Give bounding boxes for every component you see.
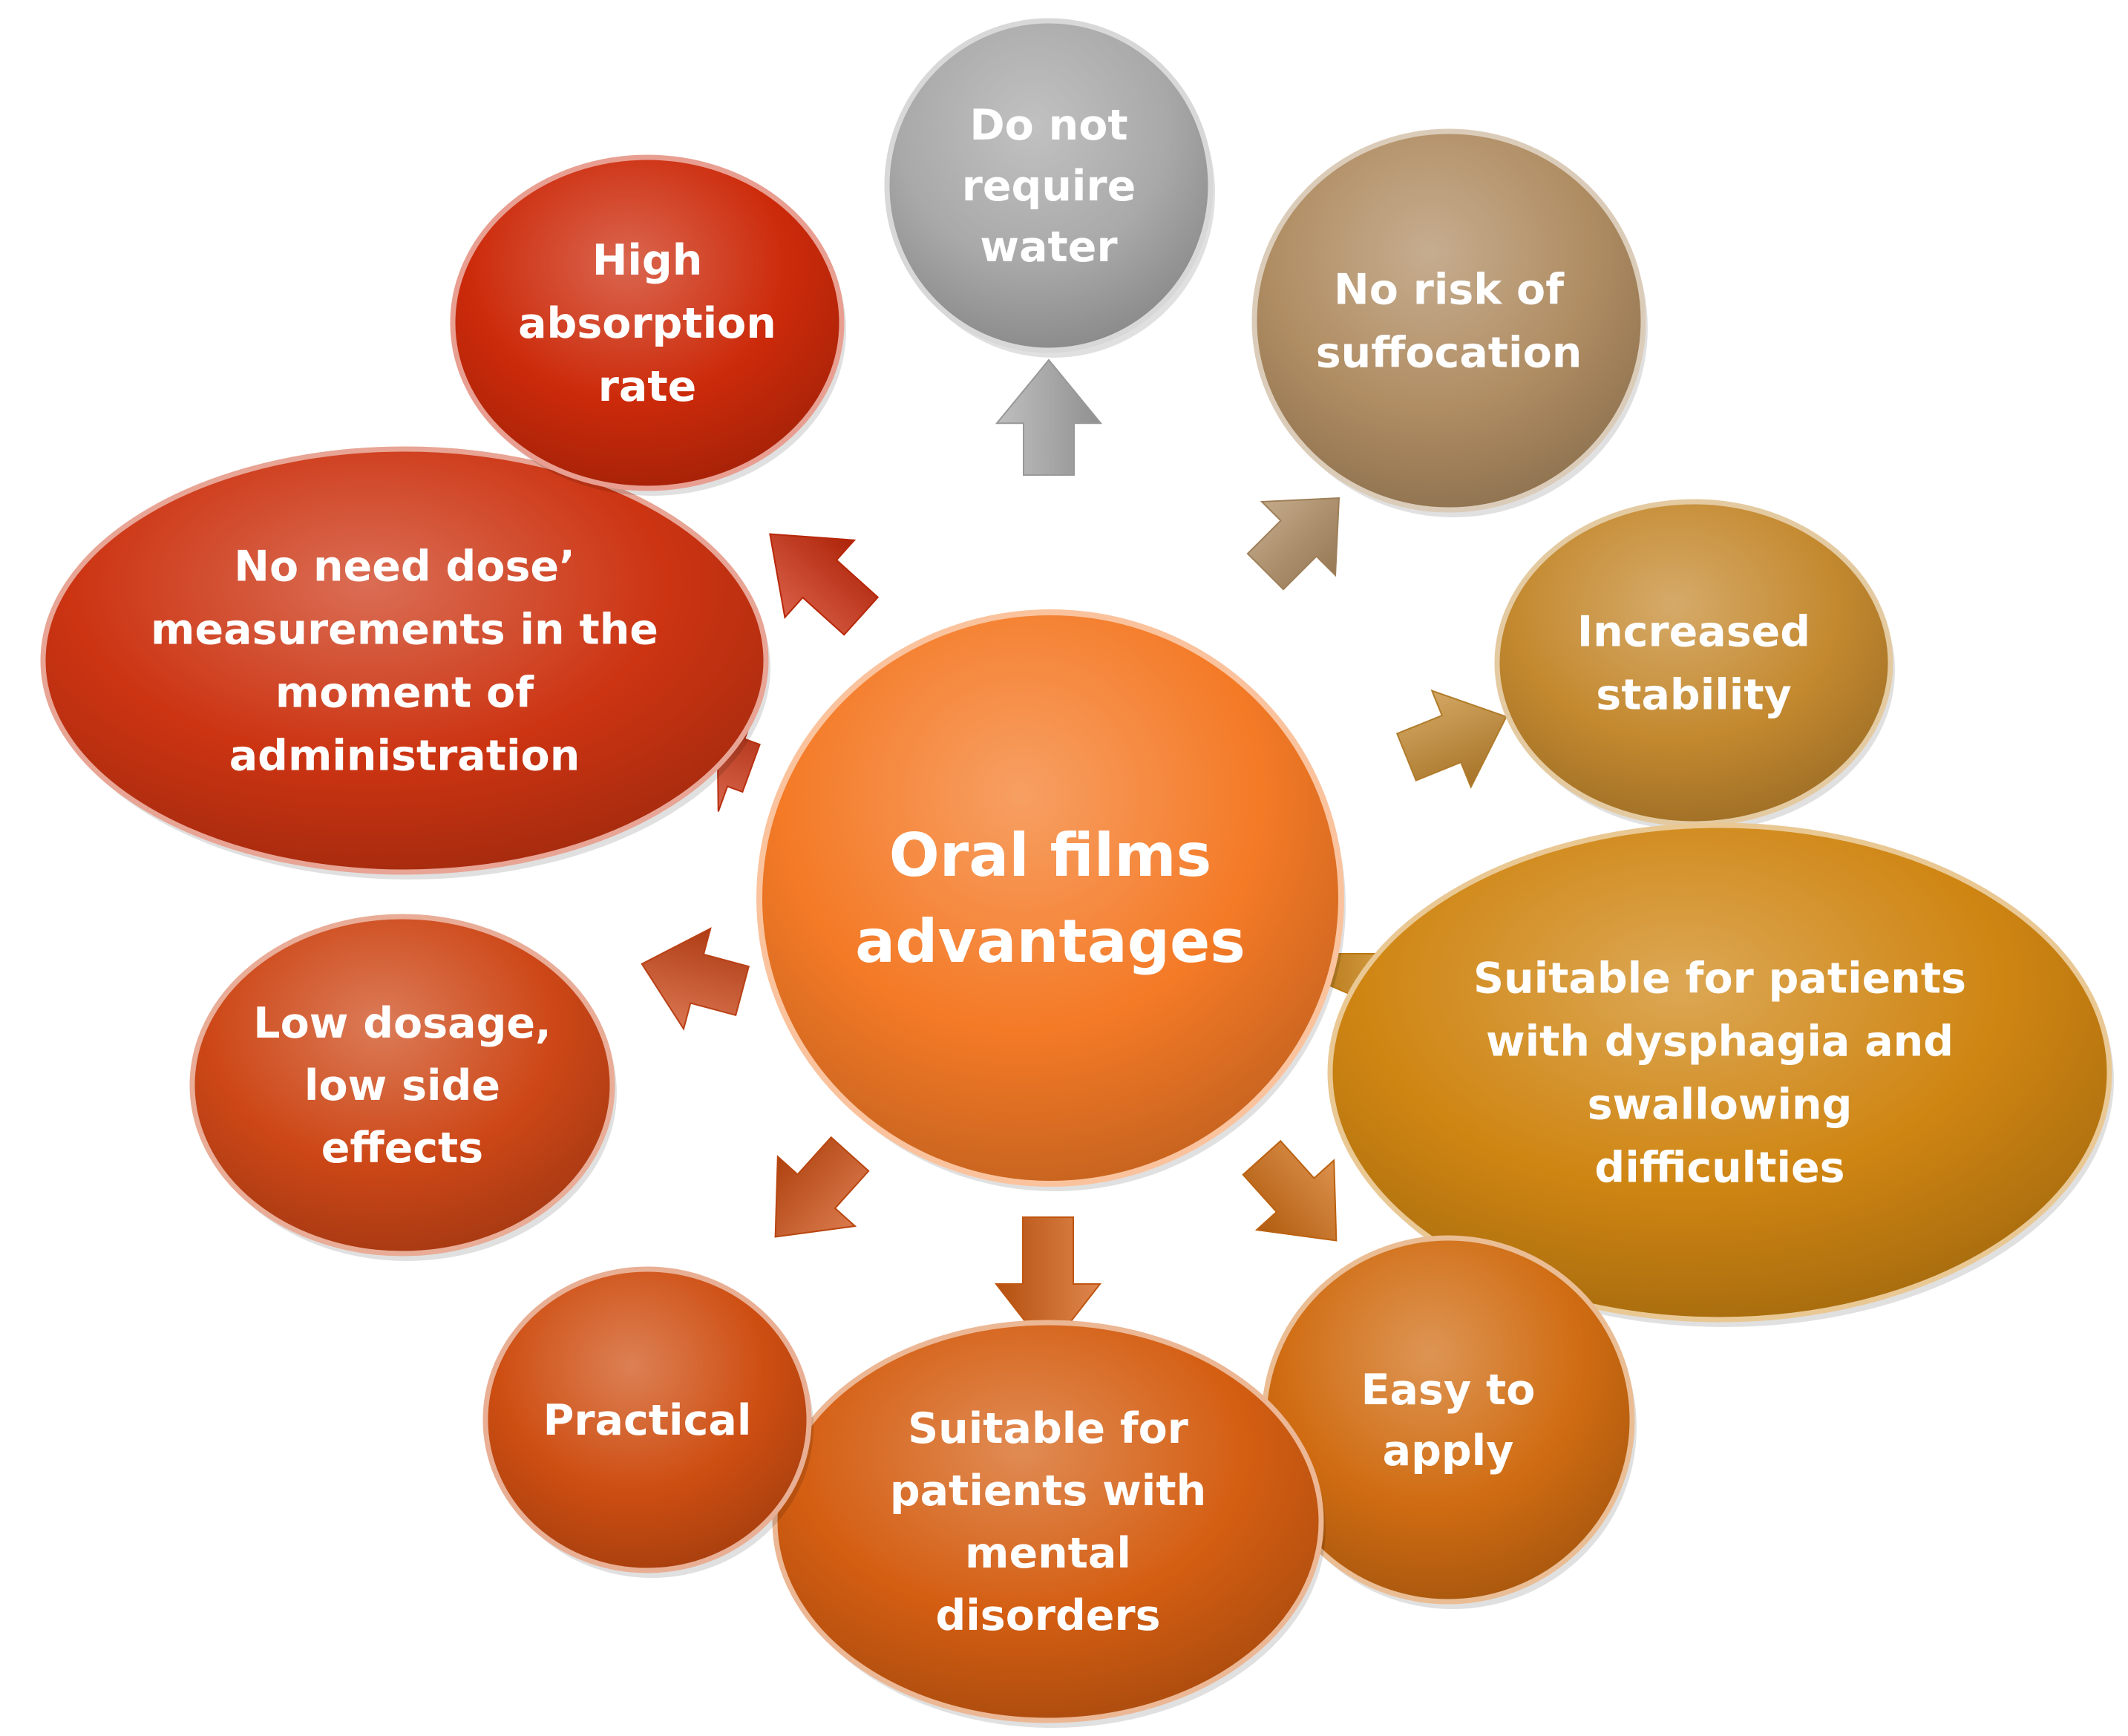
bubble-suitable-dysphagia: Suitable for patients with dysphagia and s… (1327, 822, 2114, 1327)
arrow-to-low-dosage (641, 927, 750, 1031)
bubble-label-easy-to-apply-line-2: apply (1383, 1427, 1514, 1475)
bubble-shape (1494, 499, 1893, 827)
bubble-label-easy-to-apply-line-1: Easy to (1361, 1366, 1536, 1415)
bubble-label-low-dosage-line-1: Low dosage, (253, 999, 551, 1048)
bubble-no-risk-of-suffocation: No risk of suffocation (1251, 128, 1648, 517)
arrow-to-easy-to-apply (1242, 1139, 1338, 1242)
bubble-shape (40, 446, 769, 875)
bubble-label-high-absorption-rate-line-2: absorption (518, 299, 776, 348)
bubble-shape (189, 914, 615, 1257)
center-title-line-1: Oral films (889, 821, 1211, 890)
bubble-suitable-mental-disorders: Suitable for patients with mental disorders (772, 1320, 1326, 1728)
bubble-shape (1251, 128, 1646, 513)
bubble-label-no-need-dose-measurements-line-4: administration (229, 731, 580, 780)
bubble-label-suitable-dysphagia-line-3: swallowing (1588, 1080, 1853, 1129)
bubble-label-do-not-require-water-line-3: water (980, 223, 1117, 272)
bubble-label-low-dosage-line-2: low side (304, 1061, 500, 1110)
bubbles-layer: Do not require water No risk of suffocationI… (40, 18, 2114, 1728)
bubble-label-suitable-mental-disorders-line-4: disorders (935, 1591, 1160, 1640)
bubble-label-suitable-dysphagia-line-2: with dysphagia and (1486, 1017, 1954, 1066)
bubble-label-no-need-dose-measurements-line-2: measurements in the (151, 605, 658, 654)
bubble-label-do-not-require-water-line-2: require (962, 162, 1136, 211)
bubble-label-suitable-mental-disorders-line-2: patients with (890, 1467, 1206, 1516)
arrows-layer (641, 358, 1507, 1352)
arrow-to-practical (774, 1136, 870, 1238)
bubble-shape (772, 1320, 1324, 1723)
bubble-shape (1327, 822, 2112, 1323)
bubble-shape (482, 1266, 812, 1573)
bubble-label-suitable-dysphagia-line-1: Suitable for patients (1473, 954, 1966, 1003)
bubble-label-high-absorption-rate-line-1: High (592, 236, 703, 285)
bubble-shape (884, 18, 1214, 353)
bubble-label-no-risk-of-suffocation-line-1: No risk of (1334, 265, 1565, 314)
bubble-label-low-dosage-line-3: effects (321, 1124, 483, 1173)
bubble-label-no-risk-of-suffocation-line-2: suffocation (1316, 328, 1582, 377)
bubble-label-suitable-mental-disorders-line-1: Suitable for (908, 1404, 1188, 1453)
arrow-to-no-risk-of-suffocation (1246, 497, 1340, 591)
center-bubble-shape (756, 609, 1344, 1187)
bubble-low-dosage: Low dosage, low side effects (189, 914, 617, 1261)
arrow-to-do-not-require-water (995, 358, 1103, 476)
bubble-increased-stability: Increased stability (1494, 499, 1895, 831)
bubble-do-not-require-water: Do not require water (884, 18, 1215, 358)
bubble-label-increased-stability-line-2: stability (1596, 670, 1791, 719)
bubble-label-do-not-require-water-line-1: Do not (969, 101, 1127, 150)
bubble-practical: Practical (482, 1266, 813, 1578)
arrow-to-high-absorption-rate (769, 533, 880, 636)
center-title-line-2: advantages (855, 907, 1245, 976)
bubble-no-need-dose-measurements: No need dose’ measurements in the moment o… (40, 446, 770, 880)
bubble-label-high-absorption-rate-line-3: rate (598, 362, 696, 411)
arrow-to-increased-stability (1395, 689, 1507, 789)
bubble-label-suitable-dysphagia-line-4: difficulties (1594, 1143, 1844, 1192)
bubble-label-no-need-dose-measurements-line-1: No need dose’ (234, 542, 574, 591)
bubble-high-absorption-rate: High absorption rate (450, 154, 846, 496)
arrow-to-suitable-mental-disorders (994, 1216, 1102, 1352)
bubble-label-no-need-dose-measurements-line-3: moment of (275, 668, 534, 717)
bubble-label-practical-line-1: Practical (543, 1396, 752, 1445)
bubble-shape (450, 154, 845, 491)
bubble-label-increased-stability-line-1: Increased (1577, 607, 1810, 656)
bubble-label-suitable-mental-disorders-line-3: mental (965, 1529, 1131, 1578)
center-bubble: Oral films advantages (756, 609, 1346, 1191)
